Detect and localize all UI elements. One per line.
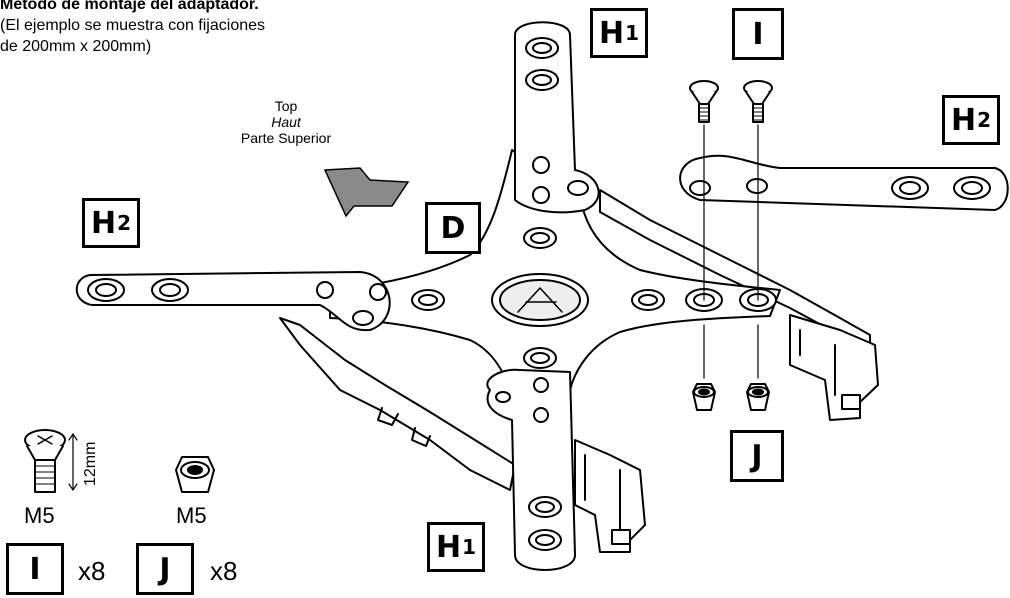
label-j-right-letter: J: [751, 438, 763, 474]
legend-box-i-letter: I: [29, 551, 41, 587]
direction-label: Top Haut Parte Superior: [206, 98, 366, 146]
nut-quantity: x8: [210, 556, 238, 586]
label-j-right: J: [730, 430, 784, 482]
direction-fr: Haut: [271, 114, 301, 130]
nut-j-left: [692, 383, 716, 411]
page-title: Método de montaje del adaptador.: [0, 0, 259, 13]
label-h2-right-letter: H: [950, 102, 977, 138]
h1-bottom-arm: [486, 368, 576, 571]
label-i-top-letter: I: [752, 16, 764, 52]
label-i-top: I: [732, 8, 784, 60]
top-direction-arrow: [323, 167, 410, 218]
label-h1-top-sub: 1: [625, 21, 640, 45]
screw-i-right: [743, 80, 773, 123]
bottom-hook: [574, 439, 646, 553]
label-h2-left-sub: 2: [117, 211, 132, 235]
label-h1-bottom-letter: H: [435, 529, 462, 565]
screw-i-left: [689, 80, 719, 123]
legend-box-j: J: [136, 543, 194, 595]
label-h2-right-sub: 2: [977, 108, 992, 132]
subtitle-line-1: (El ejemplo se muestra con fijaciones: [0, 17, 266, 34]
h2-right-arm: [679, 154, 1009, 211]
screw-quantity: x8: [78, 556, 106, 586]
screw-length-label: 12mm: [82, 441, 99, 486]
label-d-letter: D: [440, 210, 466, 246]
nut-j-right: [746, 383, 770, 411]
legend-nut-icon: [175, 456, 215, 493]
label-h1-bottom-sub: 1: [462, 535, 477, 559]
legend-screw-icon: [24, 429, 78, 493]
label-h1-top-letter: H: [598, 15, 625, 51]
h2-left-arm: [75, 271, 391, 332]
label-h2-left-letter: H: [90, 205, 117, 241]
direction-en: Top: [274, 98, 298, 114]
subtitle-line-2: de 200mm x 200mm): [0, 38, 152, 55]
direction-es: Parte Superior: [240, 130, 332, 146]
legend-box-j-letter: J: [159, 551, 171, 587]
instructions-header: Método de montaje del adaptador. (El eje…: [0, 0, 265, 57]
label-d: D: [425, 202, 481, 254]
nut-size-label: M5: [176, 503, 207, 528]
legend-box-i: I: [6, 543, 64, 595]
screw-size-label: M5: [24, 503, 55, 528]
